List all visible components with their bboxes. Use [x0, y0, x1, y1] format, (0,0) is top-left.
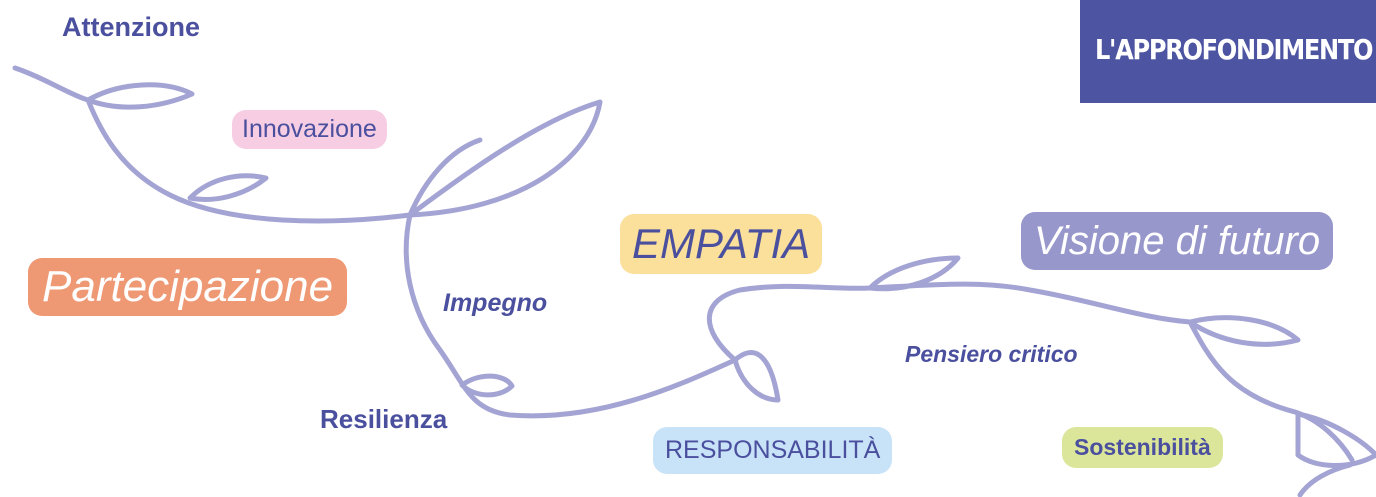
- word-responsabilita: RESPONSABILITÀ: [653, 427, 893, 474]
- word-pensiero-critico: Pensiero critico: [905, 341, 1078, 367]
- vine-leaf-loop: [459, 373, 515, 398]
- vine-leaf-2: [187, 173, 269, 202]
- vine-tail: [1297, 462, 1353, 497]
- vine-leaf-5: [1187, 315, 1301, 347]
- vine-leaf-3: [732, 350, 781, 403]
- vine-leaf-6: [1295, 411, 1376, 468]
- vine-leaf-big-curl: [407, 137, 483, 218]
- header-title: L'APPROFONDIMENTO: [1095, 33, 1374, 66]
- word-attenzione: Attenzione: [62, 12, 200, 42]
- word-impegno: Impegno: [443, 289, 548, 317]
- vine-leaf-big: [407, 99, 603, 218]
- vine-leaf-1: [85, 82, 195, 110]
- vine-leaf-4: [867, 255, 961, 292]
- header-banner: L'APPROFONDIMENTO: [1080, 0, 1376, 103]
- word-partecipazione: Partecipazione: [28, 258, 348, 316]
- word-innovazione: Innovazione: [232, 110, 387, 149]
- word-resilienza: Resilienza: [320, 404, 448, 434]
- word-visione-di-futuro: Visione di futuro: [1021, 212, 1334, 270]
- word-sostenibilita: Sostenibilità: [1062, 427, 1223, 468]
- word-empatia: EMPATIA: [620, 214, 823, 274]
